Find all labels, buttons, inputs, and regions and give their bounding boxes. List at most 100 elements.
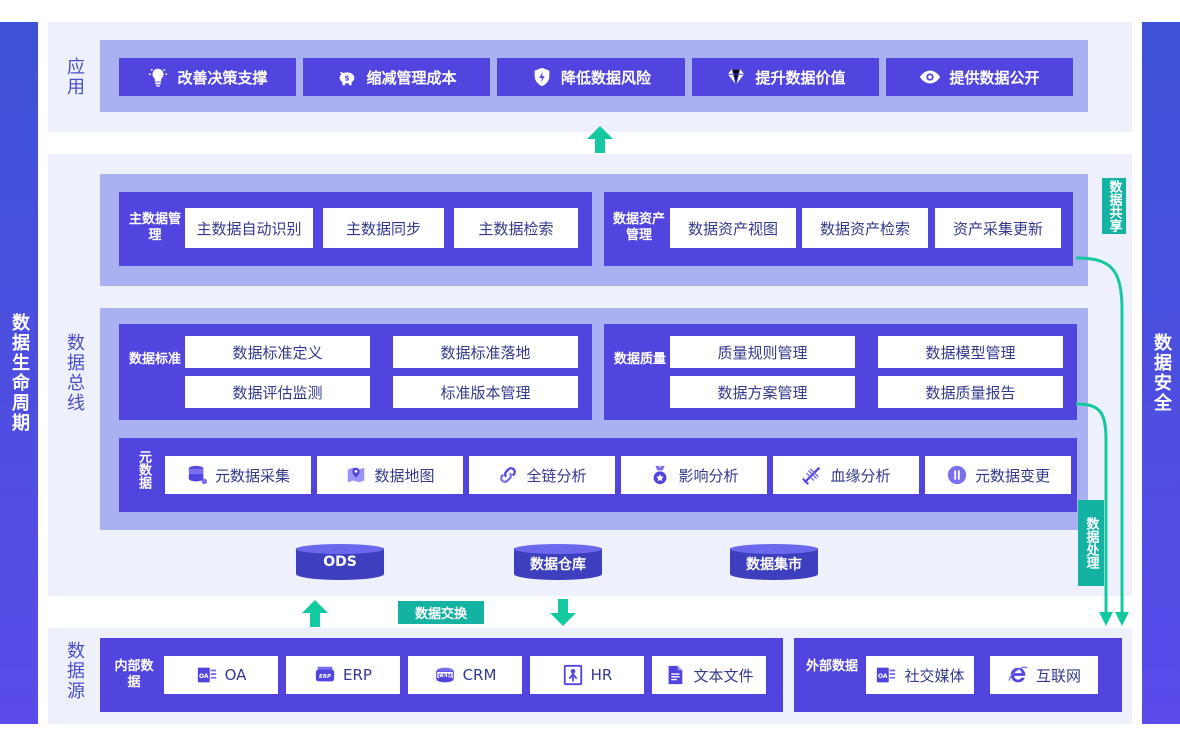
oa-icon: OA bbox=[196, 664, 218, 686]
store-warehouse-label: 数据仓库 bbox=[530, 557, 586, 573]
source-social-media: OA 社交媒体 bbox=[866, 656, 974, 694]
internal-data-label: 内部数据 bbox=[114, 659, 154, 690]
svg-text:$: $ bbox=[345, 74, 350, 83]
store-mart-label: 数据集市 bbox=[746, 557, 802, 573]
source-hr: HR bbox=[530, 656, 644, 694]
arrow-down-to-source bbox=[550, 599, 576, 626]
oa-icon: OA bbox=[875, 664, 897, 686]
master-sync: 主数据同步 bbox=[323, 208, 444, 248]
data-security-sidebar: 数据安全 bbox=[1142, 22, 1180, 724]
app-item-decision-support: 改善决策支撑 bbox=[119, 58, 296, 96]
crm-icon: CRM bbox=[434, 664, 456, 686]
piggy-bank-icon: $ bbox=[336, 66, 358, 88]
side-flow-arrows bbox=[1075, 256, 1129, 626]
data-share-tag: 数据共享 bbox=[1102, 178, 1126, 234]
source-item-label: CRM bbox=[462, 666, 497, 684]
app-item-reduce-risk: 降低数据风险 bbox=[497, 58, 685, 96]
svg-text:OA: OA bbox=[879, 673, 889, 680]
shield-icon bbox=[531, 66, 553, 88]
source-item-label: HR bbox=[590, 666, 613, 684]
source-erp: ERP ERP bbox=[286, 656, 400, 694]
app-item-reduce-cost: $ 缩减管理成本 bbox=[303, 58, 490, 96]
data-process-tag: 数据处理 bbox=[1078, 500, 1104, 586]
application-panel: 改善决策支撑 $ 缩减管理成本 降低数据风险 提升数据价值 提供数据公开 bbox=[100, 40, 1088, 112]
data-exchange-tag: 数据交换 bbox=[398, 601, 484, 624]
source-item-label: 文本文件 bbox=[693, 666, 754, 685]
svg-text:CRM: CRM bbox=[438, 673, 452, 679]
source-internet: 互联网 bbox=[990, 656, 1098, 694]
arrow-up-to-application bbox=[587, 126, 613, 153]
link-icon bbox=[497, 464, 519, 486]
external-data-label: 外部数据 bbox=[805, 659, 858, 674]
quality-rules: 质量规则管理 bbox=[670, 336, 855, 368]
store-warehouse: 数据仓库 bbox=[514, 544, 602, 582]
asset-group: 数据资产管理 数据资产视图 数据资产检索 资产采集更新 bbox=[604, 192, 1073, 266]
meta-full-chain: 全链分析 bbox=[469, 456, 615, 494]
data-source-layer: 数据源 内部数据 OA OA ERP ERP CRM CRM HR bbox=[48, 628, 1132, 724]
erp-icon: ERP bbox=[314, 664, 336, 686]
data-source-layer-label: 数据源 bbox=[67, 641, 85, 702]
store-ods: ODS bbox=[296, 544, 384, 582]
meta-item-label: 元数据采集 bbox=[214, 466, 290, 485]
app-item-data-open: 提供数据公开 bbox=[886, 58, 1073, 96]
standard-quality-meta-panel: 数据标准 数据标准定义 数据标准落地 数据评估监测 标准版本管理 数据质量 质量… bbox=[100, 308, 1088, 530]
quality-plan: 数据方案管理 bbox=[670, 376, 855, 408]
standard-group: 数据标准 数据标准定义 数据标准落地 数据评估监测 标准版本管理 bbox=[119, 324, 592, 420]
app-item-label: 降低数据风险 bbox=[560, 68, 651, 87]
master-search: 主数据检索 bbox=[454, 208, 578, 248]
meta-lineage: 血缘分析 bbox=[773, 456, 919, 494]
asset-view: 数据资产视图 bbox=[670, 208, 796, 248]
standard-define: 数据标准定义 bbox=[185, 336, 370, 368]
data-bus-layer: 数据总线 主数据管理 主数据自动识别 主数据同步 主数据检索 数据资产管理 数据… bbox=[48, 154, 1132, 596]
app-item-increase-value: 提升数据价值 bbox=[692, 58, 879, 96]
quality-label: 数据质量 bbox=[614, 352, 667, 367]
meta-item-label: 全链分析 bbox=[526, 466, 587, 485]
dna-icon bbox=[801, 464, 823, 486]
store-mart: 数据集市 bbox=[730, 544, 818, 582]
hr-icon bbox=[562, 664, 584, 686]
external-data-group: 外部数据 OA 社交媒体 互联网 bbox=[794, 638, 1122, 712]
master-asset-panel: 主数据管理 主数据自动识别 主数据同步 主数据检索 数据资产管理 数据资产视图 … bbox=[100, 174, 1088, 286]
meta-item-label: 影响分析 bbox=[678, 466, 739, 485]
database-icon bbox=[186, 464, 208, 486]
map-pin-icon bbox=[345, 464, 367, 486]
app-item-label: 缩减管理成本 bbox=[366, 68, 457, 87]
source-crm: CRM CRM bbox=[408, 656, 522, 694]
document-icon bbox=[664, 664, 686, 686]
master-data-group: 主数据管理 主数据自动识别 主数据同步 主数据检索 bbox=[119, 192, 592, 266]
asset-search: 数据资产检索 bbox=[802, 208, 928, 248]
standard-evaluate: 数据评估监测 bbox=[185, 376, 370, 408]
internal-data-group: 内部数据 OA OA ERP ERP CRM CRM HR bbox=[100, 638, 783, 712]
app-item-label: 提升数据价值 bbox=[755, 68, 846, 87]
meta-change: 元数据变更 bbox=[925, 456, 1071, 494]
quality-report: 数据质量报告 bbox=[878, 376, 1063, 408]
change-icon bbox=[946, 464, 968, 486]
meta-collect: 元数据采集 bbox=[165, 456, 311, 494]
lightbulb-icon bbox=[147, 66, 169, 88]
meta-map: 数据地图 bbox=[317, 456, 463, 494]
browser-icon bbox=[1007, 664, 1029, 686]
application-layer: 应用 改善决策支撑 $ 缩减管理成本 降低数据风险 提升数据价值 bbox=[48, 22, 1132, 132]
medal-icon bbox=[649, 464, 671, 486]
meta-item-label: 血缘分析 bbox=[830, 466, 891, 485]
store-ods-label: ODS bbox=[323, 554, 357, 570]
data-lifecycle-sidebar: 数据生命周期 bbox=[0, 22, 38, 724]
source-item-label: 社交媒体 bbox=[904, 666, 965, 685]
arrow-up-to-bus bbox=[302, 600, 328, 627]
data-lifecycle-label: 数据生命周期 bbox=[9, 313, 30, 433]
standard-version: 标准版本管理 bbox=[393, 376, 578, 408]
standard-label: 数据标准 bbox=[129, 352, 182, 367]
meta-item-label: 元数据变更 bbox=[974, 466, 1050, 485]
svg-text:ERP: ERP bbox=[319, 674, 331, 680]
master-auto-identify: 主数据自动识别 bbox=[185, 208, 313, 248]
application-layer-label: 应用 bbox=[67, 57, 85, 98]
asset-collect-update: 资产采集更新 bbox=[935, 208, 1061, 248]
source-item-label: OA bbox=[224, 666, 247, 684]
source-item-label: 互联网 bbox=[1035, 666, 1081, 685]
metadata-group: 元数据 元数据采集 数据地图 全链分析 bbox=[119, 438, 1077, 512]
data-bus-layer-label: 数据总线 bbox=[67, 333, 85, 414]
app-item-label: 提供数据公开 bbox=[949, 68, 1040, 87]
source-text-file: 文本文件 bbox=[652, 656, 766, 694]
svg-text:OA: OA bbox=[199, 673, 209, 680]
metadata-label: 元数据 bbox=[136, 450, 151, 489]
